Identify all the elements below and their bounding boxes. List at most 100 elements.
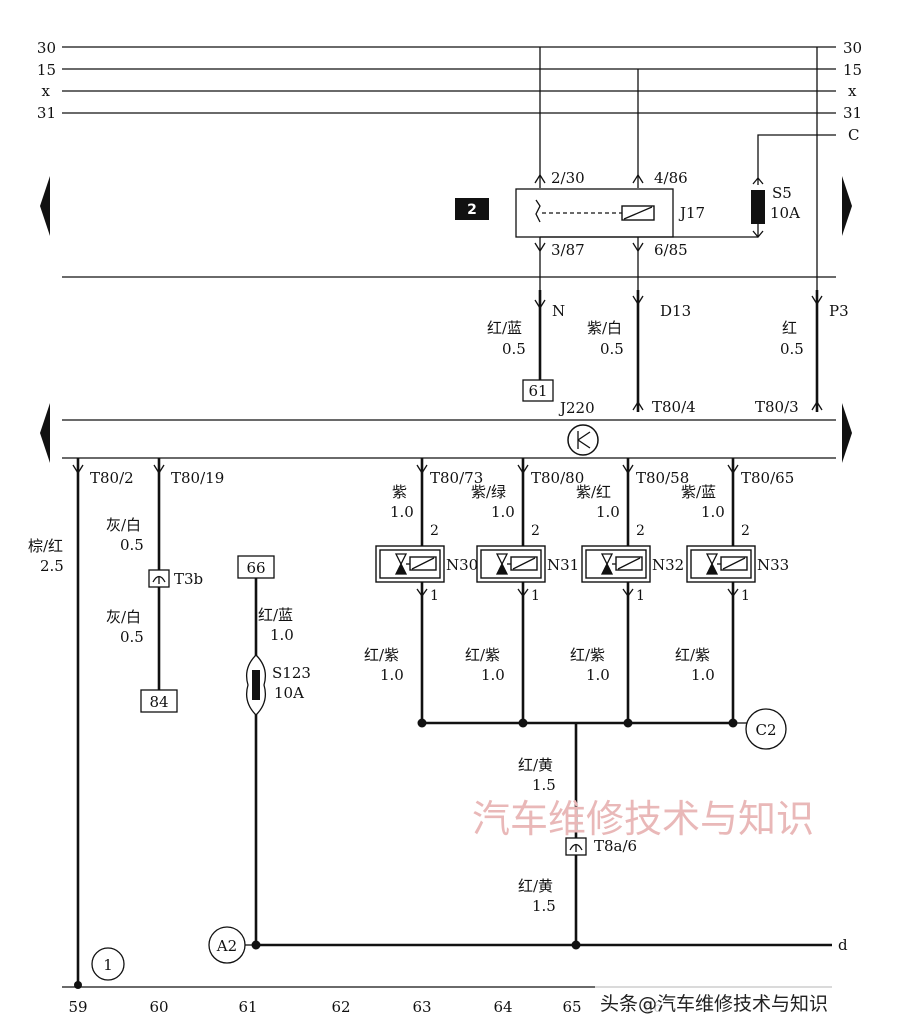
fuse-s123-rating: 10A [274, 684, 304, 702]
transistor-icon [567, 424, 599, 456]
rail-label-left-x: x [42, 82, 51, 100]
prev-page-arrow-bottom[interactable] [40, 403, 50, 463]
bus-d: A2 d [208, 926, 848, 964]
rail-label-right-31: 31 [843, 104, 862, 122]
injector-size-top: 1.0 [390, 503, 414, 521]
wire-t80-19-color-top: 灰/白 [106, 516, 141, 534]
fuse-s5: S5 10A [540, 134, 836, 239]
injector-pin-bot: 1 [430, 588, 439, 604]
rail-label-right-15: 15 [843, 61, 862, 79]
wire-d13-color: 紫/白 [587, 319, 622, 337]
injector-color-top: 紫 [392, 483, 407, 501]
junction-c2[interactable] [745, 708, 787, 750]
injector-name: N30 [446, 556, 478, 574]
rail-label-right-x: x [848, 82, 857, 100]
injector-name: N32 [652, 556, 684, 574]
wire-d13-pin: T80/4 [652, 398, 696, 416]
wire-d13-size: 0.5 [600, 340, 624, 358]
injector-size-top: 1.0 [491, 503, 515, 521]
column-number: 59 [68, 998, 87, 1016]
ref-box-61[interactable] [522, 379, 554, 402]
injector-pin: T80/73 [430, 469, 483, 487]
wire-p3-code: P3 [829, 302, 849, 320]
ref-box-84[interactable] [140, 689, 178, 713]
injector-pin-top: 2 [430, 523, 439, 539]
next-page-arrow-top[interactable] [842, 176, 852, 236]
injector-size-bot: 1.0 [691, 666, 715, 684]
column-number: 65 [562, 998, 581, 1016]
prev-page-arrow-top[interactable] [40, 176, 50, 236]
bus-d-label: d [838, 936, 848, 954]
injector-color-bot: 红/紫 [465, 646, 500, 664]
wire-n-code: N [552, 302, 565, 320]
wire-t8a-size-bot: 1.5 [532, 897, 556, 915]
relay-j17: 2/30 4/86 3/87 6/85 J17 2 [455, 47, 705, 412]
injector-name: N33 [757, 556, 789, 574]
ecu-j220: J220 [62, 399, 836, 459]
next-page-arrow-bottom[interactable] [842, 403, 852, 463]
relay-name: J17 [678, 204, 705, 222]
wire-s123: 66 红/蓝 1.0 S123 10A [237, 555, 311, 945]
wire-t80-19: T80/19 灰/白 0.5 T3b 灰/白 0.5 84 [106, 458, 224, 713]
injector-color-top: 紫/绿 [471, 483, 506, 501]
wire-t80-19-size-top: 0.5 [120, 536, 144, 554]
injector-color-bot: 红/紫 [570, 646, 605, 664]
relay-pin-top-right: 4/86 [654, 169, 688, 187]
junction-a2[interactable] [208, 926, 246, 964]
injector-pin: T80/58 [636, 469, 689, 487]
connector-t3b-name: T3b [174, 570, 203, 588]
wire-p3-color: 红 [782, 319, 797, 337]
relay-pin-bot-left: 3/87 [551, 241, 585, 259]
rail-label-right-c: C [848, 126, 859, 144]
injector-size-top: 1.0 [701, 503, 725, 521]
injector-pin: T80/65 [741, 469, 794, 487]
injector-size-bot: 1.0 [481, 666, 505, 684]
wire-t80-19-color-bot: 灰/白 [106, 608, 141, 626]
injector-size-bot: 1.0 [586, 666, 610, 684]
injector-pin-top: 2 [636, 523, 645, 539]
watermark-text: 汽车维修技术与知识 [472, 797, 814, 841]
wire-t8a-size-top: 1.5 [532, 776, 556, 794]
wire-t80-2: T80/2 棕/红 2.5 1 [28, 458, 134, 989]
column-number: 64 [493, 998, 512, 1016]
wire-n-size: 0.5 [502, 340, 526, 358]
wire-s123-size: 1.0 [270, 626, 294, 644]
injector-pin: T80/80 [531, 469, 584, 487]
relay-badge-label: 2 [467, 202, 477, 218]
fuse-s5-name: S5 [772, 184, 792, 202]
wire-t80-2-size: 2.5 [40, 557, 64, 575]
injector-color-top: 紫/红 [576, 483, 611, 501]
junction-c2-label: C2 [755, 721, 776, 739]
fuse-s5-rating: 10A [770, 204, 800, 222]
wire-p3: P3 红 0.5 T80/3 [755, 47, 849, 416]
wire-n-color: 红/蓝 [487, 319, 522, 337]
rail-label-right-30: 30 [843, 39, 862, 57]
ecu-name: J220 [558, 399, 595, 417]
ref-box-66-label: 66 [246, 559, 265, 577]
injector-name: N31 [547, 556, 579, 574]
wire-s123-color: 红/蓝 [258, 606, 293, 624]
wire-t80-2-color: 棕/红 [28, 537, 63, 555]
injector-size-bot: 1.0 [380, 666, 404, 684]
injector-pin-bot: 1 [636, 588, 645, 604]
rail-label-left-15: 15 [37, 61, 56, 79]
injector-color-bot: 红/紫 [364, 646, 399, 664]
wire-t8a: 红/黄 1.5 T8a/6 红/黄 1.5 [518, 723, 637, 945]
injector-size-top: 1.0 [596, 503, 620, 521]
wire-t8a-color-top: 红/黄 [518, 756, 553, 774]
column-number: 63 [412, 998, 431, 1016]
column-number: 62 [331, 998, 350, 1016]
wire-t80-2-pin: T80/2 [90, 469, 134, 487]
node-1[interactable] [91, 947, 125, 981]
connector-t8a-name: T8a/6 [594, 837, 637, 855]
rail-label-left-31: 31 [37, 104, 56, 122]
wire-t80-19-pin: T80/19 [171, 469, 224, 487]
footer-watermark: 头条@汽车维修技术与知识 [600, 993, 828, 1015]
wire-d13: D13 紫/白 0.5 T80/4 [587, 290, 696, 416]
injector-pin-top: 2 [741, 523, 750, 539]
